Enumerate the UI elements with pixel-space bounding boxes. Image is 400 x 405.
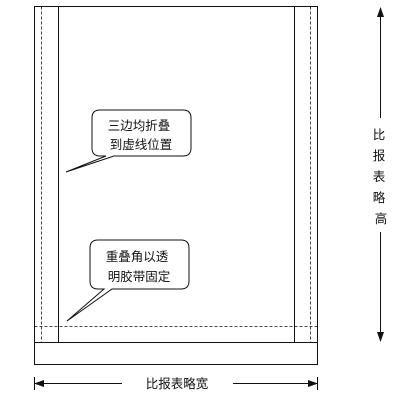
height-label-char-1: 比	[373, 127, 386, 142]
report-sheet	[34, 6, 318, 343]
svg-text:重叠角以透 明胶带固定: 重叠角以透 明胶带固定	[106, 249, 173, 284]
callout-tape-line-1: 重叠角以透	[106, 249, 169, 264]
height-label-char-4: 略	[373, 190, 386, 205]
height-label-char-5: 高	[375, 211, 388, 226]
callout-tape-line-2: 明胶带固定	[108, 269, 171, 284]
outer-sheet	[34, 6, 318, 365]
callout-tape-bubble	[66, 239, 190, 322]
svg-text:比 报 表 略 高: 比 报 表 略 高	[373, 127, 390, 226]
height-label-char-3: 表	[373, 169, 386, 184]
width-label: 比报表略宽	[146, 376, 209, 391]
callout-fold-line-2: 到虚线位置	[110, 137, 173, 152]
height-label-char-2: 报	[373, 148, 386, 163]
callout-fold-line-1: 三边均折叠	[108, 118, 171, 133]
callout-fold-bubble	[65, 109, 192, 173]
svg-text:三边均折叠 到虚线位置: 三边均折叠 到虚线位置	[108, 118, 175, 152]
